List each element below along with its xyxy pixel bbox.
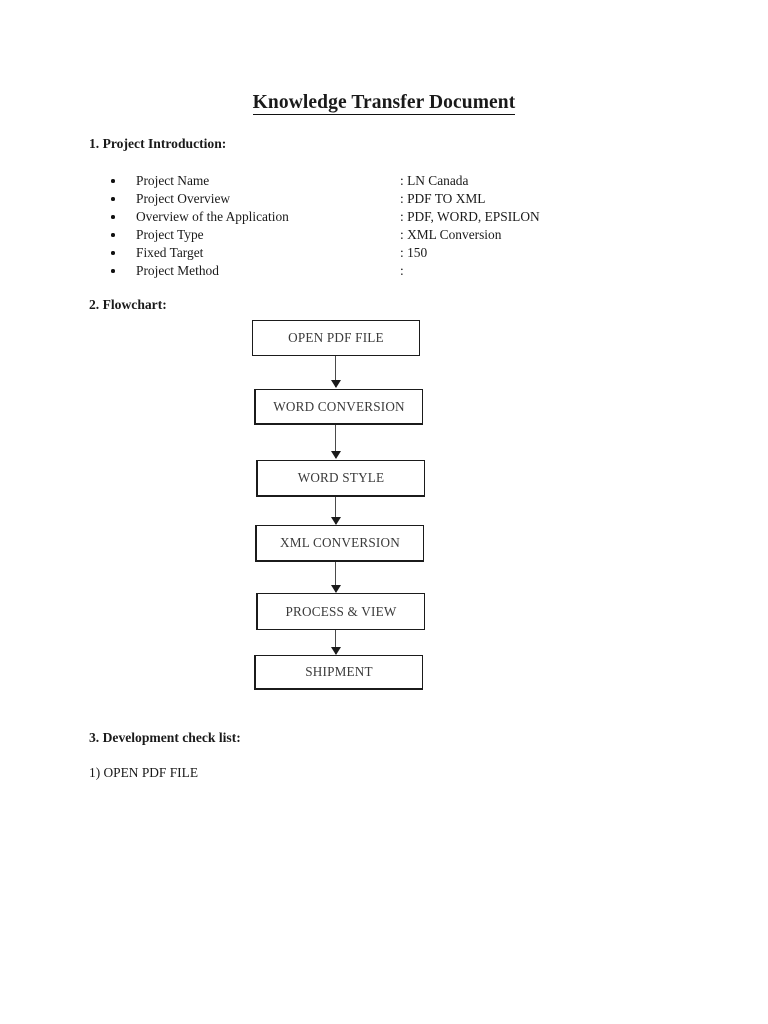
list-item-label: Project Method [136,263,219,278]
bullet-dot-icon [111,251,115,255]
flow-arrow-icon [329,356,342,388]
section-heading-development-check-list: 3. Development check list: [89,730,241,745]
list-item: Project Type : XML Conversion [106,226,646,244]
list-item-label: Fixed Target [136,245,204,260]
flow-node-label: WORD CONVERSION [273,398,405,414]
flow-node-word-style: WORD STYLE [256,460,425,497]
flow-node-label: OPEN PDF FILE [288,330,384,345]
bullet-dot-icon [111,233,115,237]
flow-arrow-icon [329,630,342,655]
list-item: Project Overview : PDF TO XML [106,190,646,208]
flow-arrow-icon [329,562,342,593]
flow-node-open-pdf-file: OPEN PDF FILE [252,320,420,356]
list-item-label: Project Name [136,173,210,188]
page-title-text: Knowledge Transfer Document [252,92,516,115]
flow-node-word-conversion: WORD CONVERSION [254,389,423,425]
flow-node-xml-conversion: XML CONVERSION [255,525,424,562]
list-item-value: : 150 [400,245,428,260]
list-item-label: Overview of the Application [136,209,289,224]
list-item-value: : XML Conversion [400,227,502,242]
page-title: Knowledge Transfer Document [0,92,768,115]
bullet-dot-icon [111,179,115,183]
list-item-value: : PDF TO XML [400,191,486,206]
bullet-dot-icon [111,215,115,219]
flow-node-label: SHIPMENT [305,664,373,679]
list-item: Project Method : [106,262,646,280]
bullet-dot-icon [111,269,115,273]
flow-node-shipment: SHIPMENT [254,655,423,690]
section-heading-introduction: 1. Project Introduction: [89,136,227,151]
list-item-value: : LN Canada [400,173,469,188]
flow-node-label: PROCESS & VIEW [285,603,397,619]
flow-arrow-icon [329,497,342,525]
list-item-value: : PDF, WORD, EPSILON [400,209,540,224]
list-item-label: Project Overview [136,191,231,206]
flow-node-label: XML CONVERSION [280,535,400,550]
checklist-item-1: 1) OPEN PDF FILE [89,765,198,780]
list-item: Fixed Target : 150 [106,244,646,262]
list-item-value: : [400,263,404,278]
flow-arrow-icon [329,425,342,459]
list-item: Project Name : LN Canada [106,172,646,190]
list-item-label: Project Type [136,227,204,242]
project-introduction-list: Project Name : LN Canada Project Overvie… [106,172,646,280]
bullet-dot-icon [111,197,115,201]
flow-node-process-and-view: PROCESS & VIEW [256,593,425,630]
section-heading-flowchart: 2. Flowchart: [89,297,167,312]
list-item: Overview of the Application : PDF, WORD,… [106,208,646,226]
flow-node-label: WORD STYLE [297,470,385,485]
